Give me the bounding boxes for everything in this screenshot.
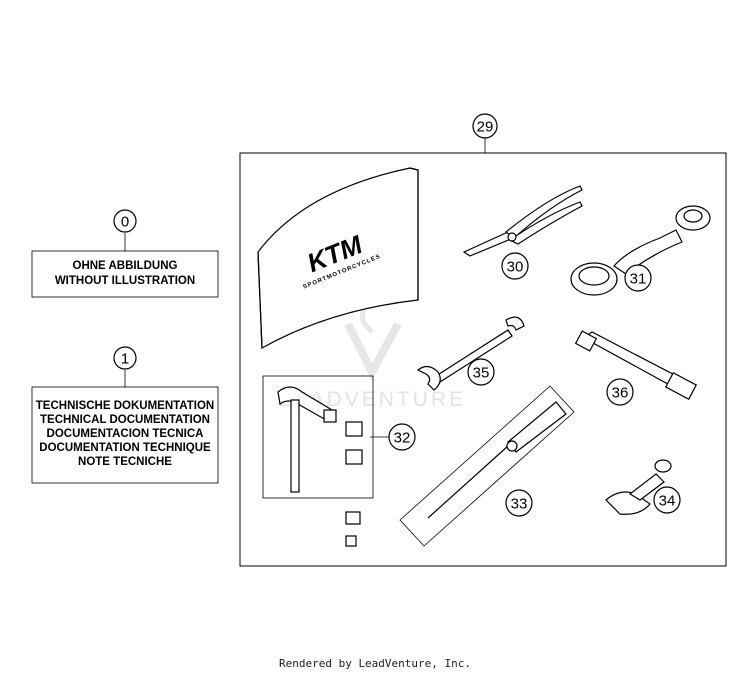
- without-illustration-line-2: WITHOUT ILLUSTRATION: [55, 275, 195, 287]
- socket-spanner[interactable]: [574, 330, 698, 400]
- ring-spanner[interactable]: [570, 205, 711, 296]
- tool-pouch[interactable]: KTM SPORTMOTORCYCLES: [257, 167, 419, 349]
- callout-30-number: 30: [507, 259, 524, 276]
- callout-31[interactable]: 31: [624, 264, 652, 292]
- tech-doc-line-1: TECHNISCHE DOKUMENTATION: [36, 400, 214, 412]
- screwdriver[interactable]: [399, 385, 575, 547]
- tech-doc-line-4: DOCUMENTATION TECHNIQUE: [39, 442, 211, 454]
- open-end-wrench[interactable]: [416, 316, 525, 391]
- technical-documentation-label: TECHNISCHE DOKUMENTATION TECHNICAL DOCUM…: [31, 386, 219, 484]
- tech-doc-line-5: NOTE TECNICHE: [78, 456, 172, 468]
- without-illustration-line-1: OHNE ABBILDUNG: [73, 260, 178, 272]
- callout-29-number: 29: [477, 119, 494, 136]
- pliers[interactable]: [462, 185, 583, 257]
- callout-1[interactable]: 1: [113, 346, 137, 387]
- hex-key-set[interactable]: [262, 375, 374, 547]
- callout-33[interactable]: 33: [505, 489, 533, 517]
- callout-34-number: 34: [659, 493, 676, 510]
- spoke-wrench[interactable]: [605, 459, 672, 515]
- without-illustration-label: OHNE ABBILDUNG WITHOUT ILLUSTRATION: [31, 250, 219, 298]
- callout-36-number: 36: [612, 385, 629, 402]
- callout-32-number: 32: [394, 430, 411, 447]
- tech-doc-line-2: TECHNICAL DOCUMENTATION: [40, 414, 210, 426]
- callout-35[interactable]: 35: [467, 358, 495, 386]
- callout-32[interactable]: 32: [370, 423, 416, 451]
- callout-29[interactable]: 29: [472, 113, 498, 153]
- callout-0-number: 0: [121, 214, 129, 231]
- footer-credit: Rendered by LeadVenture, Inc.: [278, 657, 472, 670]
- callout-1-number: 1: [121, 351, 129, 368]
- callout-36[interactable]: 36: [606, 378, 634, 406]
- callout-35-number: 35: [473, 365, 490, 382]
- callout-33-number: 33: [511, 496, 528, 513]
- callout-34[interactable]: 34: [653, 486, 681, 514]
- callout-31-number: 31: [630, 271, 647, 288]
- toolkit-frame: [239, 152, 727, 567]
- tech-doc-line-3: DOCUMENTACION TECNICA: [47, 428, 204, 440]
- callout-0[interactable]: 0: [113, 209, 137, 251]
- callout-30[interactable]: 30: [501, 252, 529, 280]
